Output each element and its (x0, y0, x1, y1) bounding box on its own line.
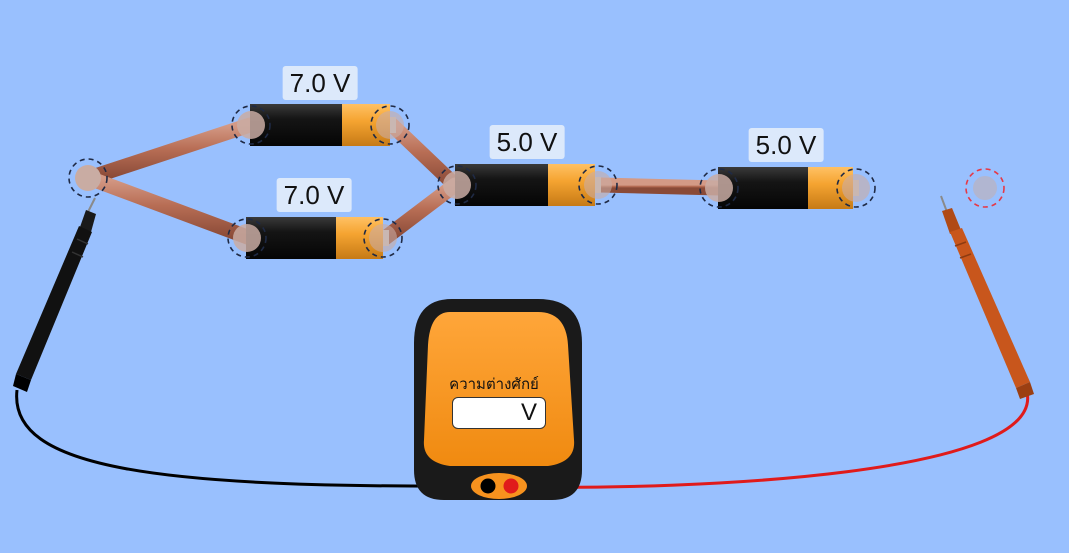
black-probe[interactable] (13, 197, 96, 392)
wire-segment[interactable] (81, 117, 258, 186)
wire-segments (81, 117, 993, 246)
junction-node[interactable] (836, 168, 876, 208)
junction-node[interactable] (699, 168, 739, 208)
battery-voltage-label: 7.0 V (282, 66, 358, 100)
wire-segment[interactable] (81, 170, 258, 246)
junction-node[interactable] (227, 218, 267, 258)
voltmeter-jack-socket (471, 473, 527, 499)
battery-voltage-label: 7.0 V (276, 178, 352, 212)
wire-segment[interactable] (592, 177, 728, 196)
junction-node[interactable] (370, 105, 410, 145)
junction-node[interactable] (437, 165, 477, 205)
battery-voltage-label: 5.0 V (489, 125, 565, 159)
battery[interactable] (455, 164, 601, 206)
junction-node-highlighted[interactable] (965, 168, 1005, 208)
red-lead-wire (511, 391, 1029, 489)
junction-node[interactable] (231, 105, 271, 145)
junction-node[interactable] (363, 218, 403, 258)
black-jack (480, 478, 496, 494)
voltmeter-unit: V (520, 399, 537, 426)
voltmeter-title: ความต่างศักย์ (449, 375, 539, 393)
junction-node[interactable] (578, 165, 618, 205)
battery[interactable] (718, 167, 859, 209)
battery[interactable] (250, 104, 396, 146)
wire-segment[interactable] (377, 177, 463, 246)
black-lead-wire (15, 389, 489, 488)
wire-segment[interactable] (384, 117, 463, 193)
red-jack (503, 478, 519, 494)
red-probe[interactable] (940, 195, 1034, 399)
battery-voltage-label: 5.0 V (748, 128, 824, 162)
battery[interactable] (246, 217, 389, 259)
junctions (68, 105, 1005, 258)
voltmeter-display: V (452, 397, 546, 429)
junction-node[interactable] (68, 158, 108, 198)
